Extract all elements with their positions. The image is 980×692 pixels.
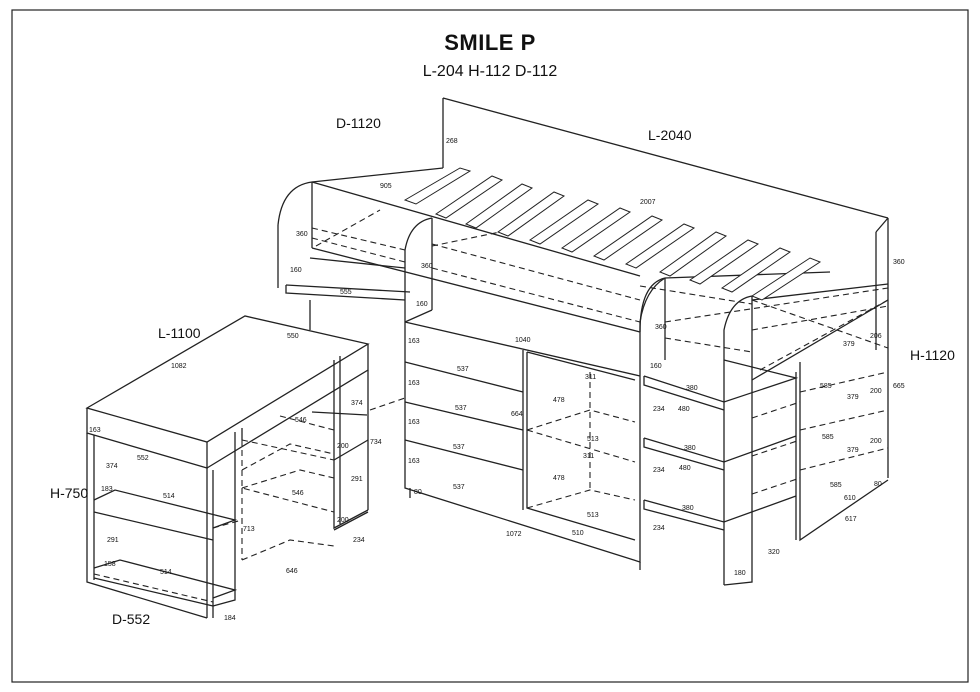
dim-label: 380 (684, 445, 696, 452)
dim-label: 80 (414, 489, 422, 496)
desk-dashed-lines (93, 397, 406, 603)
bed-slats (403, 167, 822, 301)
dim-label: 478 (553, 475, 565, 482)
dim-label: 537 (453, 444, 465, 451)
dim-label: 311 (583, 453, 594, 460)
desk-outline (85, 315, 370, 619)
dim-label: 646 (286, 568, 298, 575)
dim-label: 713 (243, 526, 255, 533)
small-dimension-labels: 268 905 2007 360 360 360 360 160 160 160… (89, 138, 905, 622)
dim-label: 480 (678, 406, 690, 413)
dim-label: 514 (160, 569, 172, 576)
dim-label: 360 (655, 324, 667, 331)
dim-label: 1040 (515, 337, 531, 344)
dim-label: 374 (351, 400, 363, 407)
dim-label: 268 (446, 138, 458, 145)
dim-label: 180 (734, 570, 746, 577)
dim-label: 360 (296, 231, 308, 238)
page-title: SMILE P (444, 30, 536, 55)
dim-label: 320 (768, 549, 780, 556)
dim-label: 160 (650, 363, 662, 370)
dim-label: 537 (453, 484, 465, 491)
dim-label: 585 (830, 482, 842, 489)
dim-label: 234 (653, 525, 665, 532)
dim-label: 585 (820, 383, 832, 390)
bed-dashed-lines (311, 209, 889, 509)
dim-label: 734 (370, 439, 382, 446)
dim-label: 905 (380, 183, 392, 190)
dim-label: 360 (421, 263, 433, 270)
dim-label: 537 (455, 405, 467, 412)
dim-label: 537 (457, 366, 469, 373)
dim-label: 80 (874, 481, 882, 488)
dim-label: 360 (893, 259, 905, 266)
dim-label: 160 (416, 301, 428, 308)
dim-label: 163 (89, 427, 101, 434)
dim-label: 546 (292, 490, 304, 497)
dim-label: 555 (340, 289, 352, 296)
page-border (11, 9, 969, 683)
dim-label: 379 (847, 394, 859, 401)
bed-outline (277, 97, 889, 586)
dim-label: 291 (107, 537, 119, 544)
overall-dimensions: L-204 H-112 D-112 (422, 63, 558, 80)
dim-label: 664 (511, 411, 523, 418)
dim-label: 200 (870, 438, 882, 445)
dim-label: 163 (408, 380, 420, 387)
dim-label: 514 (163, 493, 175, 500)
dim-label: 617 (845, 516, 857, 523)
dim-label: 234 (353, 537, 365, 544)
dim-label: 513 (587, 436, 599, 443)
dim-label: 552 (137, 455, 149, 462)
dim-label: 379 (843, 341, 855, 348)
dim-label: 183 (101, 486, 113, 493)
bed-depth-label: D-1120 (336, 115, 381, 131)
dim-label: 200 (870, 388, 882, 395)
dim-label: 513 (587, 512, 599, 519)
dim-label: 1082 (171, 363, 187, 370)
dim-label: 546 (295, 417, 307, 424)
dim-label: 480 (679, 465, 691, 472)
dim-label: 374 (106, 463, 118, 470)
dim-label: 379 (847, 447, 859, 454)
bed-height-label: H-1120 (910, 347, 955, 363)
dim-label: 184 (224, 615, 236, 622)
desk-height-label: H-750 (50, 485, 88, 501)
dim-label: 585 (822, 434, 834, 441)
dim-label: 234 (653, 467, 665, 474)
dim-label: 158 (104, 561, 116, 568)
desk-depth-label: D-552 (112, 611, 150, 627)
dim-label: 550 (287, 333, 299, 340)
dim-label: 163 (408, 419, 420, 426)
dim-label: 665 (893, 383, 905, 390)
dim-label: 200 (337, 517, 349, 524)
dim-label: 206 (870, 333, 882, 340)
dim-label: 610 (844, 495, 856, 502)
dim-label: 200 (337, 443, 349, 450)
dim-label: 1072 (506, 531, 522, 538)
dim-label: 160 (290, 267, 302, 274)
dim-label: 291 (351, 476, 363, 483)
desk-length-label: L-1100 (158, 325, 201, 341)
dim-label: 380 (686, 385, 698, 392)
dim-label: 163 (408, 458, 420, 465)
dim-label: 380 (682, 505, 694, 512)
dim-label: 163 (408, 338, 420, 345)
bed-length-label: L-2040 (648, 127, 692, 143)
dim-label: 478 (553, 397, 565, 404)
dim-label: 234 (653, 406, 665, 413)
dim-label: 2007 (640, 199, 656, 206)
dim-label: 311 (585, 374, 596, 381)
dim-label: 510 (572, 530, 584, 537)
major-dimension-labels: D-1120 L-2040 H-1120 L-1100 H-750 D-552 (50, 115, 955, 627)
